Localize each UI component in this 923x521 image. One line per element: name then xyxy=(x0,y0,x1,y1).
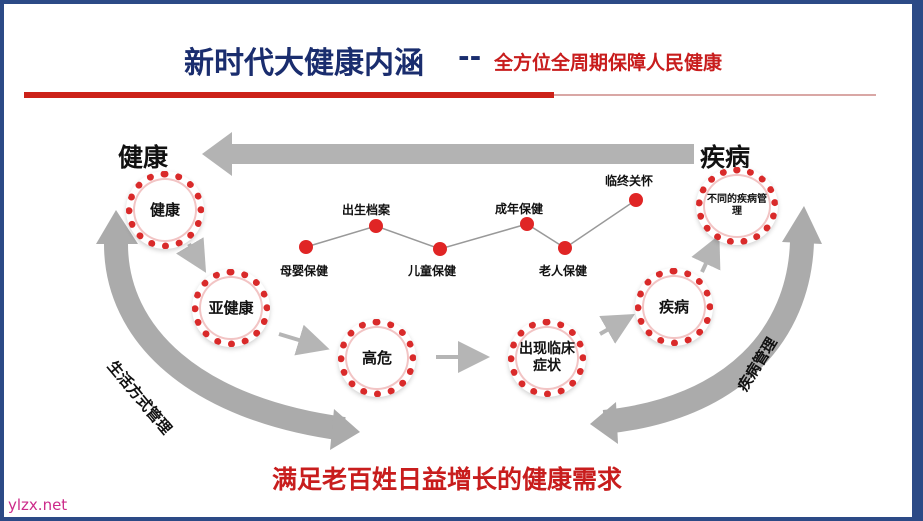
life-stage-line xyxy=(305,199,637,250)
life-stage-label: 儿童保健 xyxy=(408,264,457,278)
life-stage-label: 成年保健 xyxy=(495,202,544,216)
node-disease: 疾病 xyxy=(635,268,713,346)
title-underline-bar xyxy=(24,92,554,98)
node-clinical-symptoms: 出现临床症状 xyxy=(508,319,586,397)
life-stage-dot xyxy=(558,241,572,255)
slide: 新时代大健康内涵 -- 全方位全周期保障人民健康 xyxy=(4,4,912,517)
connector-arrow-icon xyxy=(278,324,330,356)
title-separator: -- xyxy=(458,40,482,73)
page-title: 新时代大健康内涵 xyxy=(184,46,424,81)
title-underline-line xyxy=(554,94,876,96)
connector-arrow-icon xyxy=(691,234,721,273)
life-stage-dot xyxy=(369,219,383,233)
life-stage-label: 老人保健 xyxy=(539,264,588,278)
watermark: ylzx.net xyxy=(8,496,68,514)
node-disease-management: 不同的疾病管理 xyxy=(696,167,778,245)
node-high-risk: 高危 xyxy=(338,319,416,397)
life-stage-label: 临终关怀 xyxy=(605,174,654,188)
life-stage-dot xyxy=(299,240,313,254)
left-curved-arrow-icon xyxy=(96,210,360,450)
page-subtitle: 全方位全周期保障人民健康 xyxy=(494,52,723,74)
bottom-statement: 满足老百姓日益增长的健康需求 xyxy=(272,465,623,494)
life-stage-dot xyxy=(520,217,534,231)
top-arrow-icon xyxy=(202,132,694,176)
life-stage-label: 出生档案 xyxy=(342,203,391,217)
connector-arrow-icon xyxy=(599,314,635,344)
connector-arrow-icon xyxy=(176,237,207,273)
node-health: 健康 xyxy=(126,171,204,249)
node-sub-health: 亚健康 xyxy=(192,269,270,347)
corner-label-health: 健康 xyxy=(118,143,169,172)
diagram-graphics xyxy=(96,132,822,450)
life-stage-dot xyxy=(629,193,643,207)
life-stage-label: 母婴保健 xyxy=(280,264,329,278)
right-curved-arrow-icon xyxy=(590,206,822,444)
life-stage-dot xyxy=(433,242,447,256)
